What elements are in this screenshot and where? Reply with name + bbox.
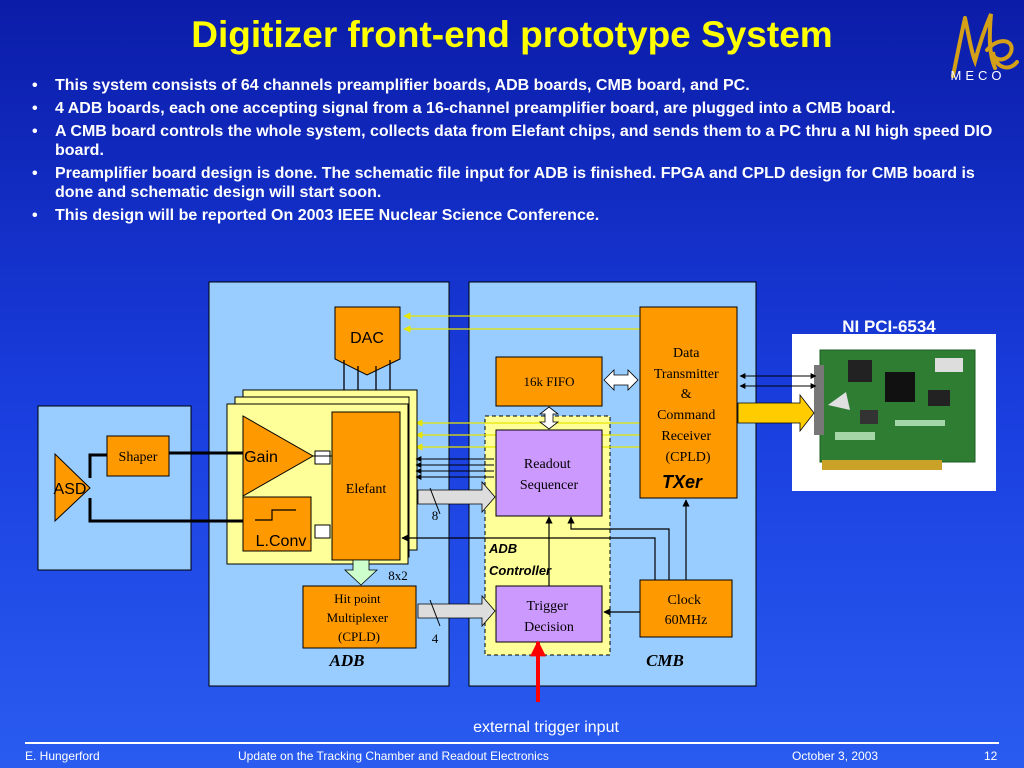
- hitpoint-label: Hit point Multiplexer (CPLD): [327, 591, 392, 644]
- fifo-txer-bus: [603, 369, 639, 391]
- elefant-readout-lines: [415, 456, 494, 480]
- adb-label: ADB: [329, 651, 365, 670]
- elefant-label: Elefant: [346, 482, 387, 497]
- bullet-item: Preamplifier board design is done. The s…: [28, 164, 993, 202]
- txer-label: Data Transmitter & Command Receiver (CPL…: [654, 346, 722, 465]
- system-block-diagram: NI PCI-6534 DAC Gain L.Co: [37, 281, 976, 736]
- shaper-block: [106, 435, 170, 477]
- lconv-block: [242, 496, 312, 552]
- trigger-line: Decision: [524, 620, 574, 635]
- dio-lines: [739, 373, 817, 389]
- trigger-decision: [495, 585, 603, 643]
- bullet-list: This system consists of 64 channels prea…: [28, 76, 993, 229]
- footer-author: E. Hungerford: [25, 749, 100, 763]
- txer-to-pc-arrow: [737, 393, 815, 433]
- elefant-chip: [331, 411, 401, 561]
- clock-block: [639, 579, 733, 638]
- hitpoint-to-trigger-bus: [417, 594, 496, 628]
- bus-8x2-label: 8x2: [388, 568, 408, 583]
- footer-page-number: 12: [984, 749, 998, 763]
- footer-divider: [25, 742, 999, 744]
- control-wires: [401, 499, 690, 616]
- clock-line: 60MHz: [665, 613, 708, 628]
- footer-date: October 3, 2003: [792, 749, 879, 763]
- gain-label: Gain: [244, 449, 278, 466]
- bullet-item: 4 ADB boards, each one accepting signal …: [28, 99, 993, 118]
- hitpoint-multiplexer: [302, 585, 417, 649]
- readout-sequencer: [495, 429, 603, 517]
- ni-card-label: NI PCI-6534: [842, 317, 936, 336]
- fifo-block: [495, 356, 603, 407]
- txer-tag: TXer: [662, 472, 703, 492]
- fifo-readout-bus: [538, 406, 560, 430]
- txer-line: Command: [657, 408, 715, 423]
- cmb-label: CMB: [646, 651, 684, 670]
- bullet-item: A CMB board controls the whole system, c…: [28, 122, 993, 160]
- txer-line: &: [681, 387, 692, 402]
- trigger-label: Trigger Decision: [524, 599, 574, 635]
- shaper-label: Shaper: [119, 450, 158, 465]
- elefant-to-readout-bus: [417, 480, 496, 514]
- txer-line: Receiver: [661, 429, 711, 444]
- clock-line: Clock: [668, 593, 701, 608]
- adb-controller-label: ADB Controller: [488, 541, 552, 578]
- bullet-item: This design will be reported On 2003 IEE…: [28, 206, 993, 225]
- lconv-label: L.Conv: [256, 533, 307, 550]
- dac-block: [334, 306, 401, 376]
- adb-controller-line: Controller: [489, 563, 552, 578]
- txer-line: Data: [673, 346, 700, 361]
- clock-label: Clock 60MHz: [665, 593, 708, 628]
- footer-talk-title: Update on the Tracking Chamber and Reado…: [238, 749, 549, 763]
- readout-line: Readout: [524, 457, 571, 472]
- bus-8-label: 8: [432, 508, 439, 523]
- asd-amplifier: [54, 452, 91, 523]
- trigger-line: Trigger: [527, 599, 569, 614]
- hitpoint-line: Multiplexer: [327, 610, 389, 625]
- signal-wires: [88, 451, 243, 523]
- meco-logo-icon: [951, 13, 1019, 78]
- hitpoint-line: (CPLD): [338, 629, 380, 644]
- readout-line: Sequencer: [520, 478, 579, 493]
- gain-amplifier: [242, 415, 315, 497]
- hitpoint-line: Hit point: [334, 591, 381, 606]
- bullet-item: This system consists of 64 channels prea…: [28, 76, 993, 95]
- fifo-label: 16k FIFO: [524, 374, 575, 389]
- adb-controller-line: ADB: [488, 541, 517, 556]
- txer-line: (CPLD): [665, 450, 710, 465]
- readout-label: Readout Sequencer: [520, 457, 579, 493]
- bus-4-label: 4: [432, 631, 439, 646]
- external-trigger-label: external trigger input: [473, 719, 619, 736]
- txer-block: [639, 306, 738, 499]
- asd-label: ASD: [54, 481, 87, 498]
- ni-pci-card-icon: [814, 349, 976, 470]
- txer-line: Transmitter: [654, 367, 719, 382]
- elefant-to-hitpoint-arrow: [343, 559, 379, 586]
- slide-title: Digitizer front-end prototype System: [191, 14, 833, 55]
- step-icon: [255, 509, 296, 521]
- dac-label: DAC: [350, 330, 384, 347]
